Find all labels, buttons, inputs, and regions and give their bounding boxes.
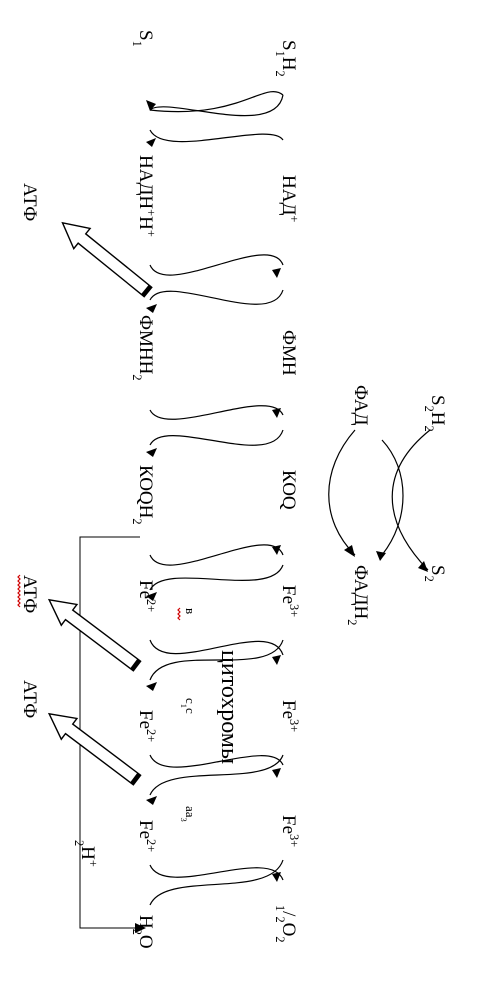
curve-fmnh2-to-koq: [149, 405, 284, 420]
label-fe3-b: Fe3+: [278, 585, 301, 617]
label-fe3-c: Fe3+: [278, 700, 301, 732]
label-s2h2: S2H2: [422, 395, 448, 432]
arrowhead: [272, 545, 281, 555]
atp-label-3: АТФ: [19, 680, 40, 718]
arrowhead: [272, 268, 281, 278]
label-nad: НАД+: [278, 175, 301, 222]
curve-nadh-to-nad: [149, 129, 284, 143]
label-fmn: ФМН: [278, 330, 299, 376]
curve-fadh2-back: [381, 439, 404, 556]
cytochrome-c1c-label: с1с: [179, 698, 198, 714]
curve-fad-to-fadh2: [328, 429, 356, 556]
atp-arrow-3: [47, 712, 142, 786]
curve-nadh-to-fmn: [149, 254, 284, 276]
cytochrome-aa3-label: аа3: [179, 806, 198, 822]
label-fe2-aa3: Fe2+: [135, 820, 158, 852]
arrowhead: [376, 551, 386, 561]
curve-s2h2-to-s2: [391, 429, 431, 571]
arrowhead: [272, 872, 281, 882]
label-s2: S2: [422, 565, 448, 582]
cytochrome-b-label: в: [183, 608, 198, 614]
left-column: S1 НАДН+Н+ ФМНН2 КОQН2 Fe2+ Fe2+ Fe2+ H2…: [130, 30, 158, 949]
curve-s1h2-to-s1: [149, 94, 284, 117]
arrowhead: [418, 561, 428, 572]
atp-arrow-1: [61, 221, 153, 298]
cytochromes-title: цитохромы: [216, 650, 242, 764]
fad-branch-labels: S2H2 ФАД S2 ФАДН2: [345, 385, 448, 625]
curve-fe2aa3-from-fe3c: [149, 754, 284, 796]
proton-line: [79, 536, 140, 929]
curve-nad-back: [149, 91, 284, 113]
cytochromes: цитохромы в с1с аа3: [177, 607, 242, 822]
spellcheck-underline: [17, 574, 21, 608]
label-fe3-aa3: Fe3+: [278, 815, 301, 847]
spellcheck-underline: [177, 607, 181, 621]
arrowhead: [344, 545, 355, 557]
atp-arrow-2: [47, 598, 142, 672]
curve-h2o-from-fe3aa3: [149, 859, 284, 906]
curve-koqh2-to-fe3b: [149, 544, 284, 566]
atp-labels: АТФ АТФ АТФ: [17, 183, 40, 718]
atp-label-1: АТФ: [19, 183, 40, 221]
label-fadh2: ФАДН2: [345, 565, 371, 625]
curve-fe2b-to-fe3c: [149, 639, 284, 656]
label-half-o2: 1/2O2: [273, 905, 299, 943]
curve-fe2c-to-fe3aa3: [149, 754, 284, 768]
atp-arrows: [47, 221, 153, 786]
arrowhead: [272, 408, 281, 418]
label-s1: S1: [130, 30, 156, 47]
atp-label-2: АТФ: [19, 575, 40, 613]
arrowhead: [146, 304, 157, 313]
label-koqh2: КОQН2: [130, 465, 156, 525]
label-s1h2: S1H2: [273, 40, 299, 77]
curve-koqh2-from-fmn: [149, 429, 284, 446]
arrowhead: [146, 796, 157, 805]
arrowhead: [146, 100, 156, 111]
arrowhead: [146, 138, 156, 147]
arrowhead: [135, 923, 146, 933]
label-koq: КОQ: [278, 470, 299, 510]
label-fad: ФАД: [350, 385, 371, 426]
fad-branch: [328, 429, 431, 572]
curve-fe2b-from-koq: [149, 564, 284, 591]
arrowhead: [146, 592, 157, 601]
arrowhead: [272, 655, 281, 665]
arrowhead: [272, 768, 281, 778]
arrowhead: [146, 682, 157, 691]
label-h2o: H2O: [130, 915, 156, 949]
label-fmnh2: ФМНН2: [130, 315, 156, 381]
curve-fmnh2-from-nad: [149, 289, 284, 305]
right-column: S1H2 НАД+ ФМН КОQ Fe3+ Fe3+ Fe3+ 1/2O2: [273, 40, 301, 943]
protons-label: 2H+: [72, 840, 100, 867]
label-nadh: НАДН+Н+: [135, 155, 158, 237]
redox-curves: [146, 91, 284, 906]
label-fe2-c: Fe2+: [135, 710, 158, 742]
arrowhead: [146, 448, 157, 457]
label-fe2-b: Fe2+: [135, 580, 158, 612]
curve-fe2c-from-fe3b: [149, 639, 284, 681]
